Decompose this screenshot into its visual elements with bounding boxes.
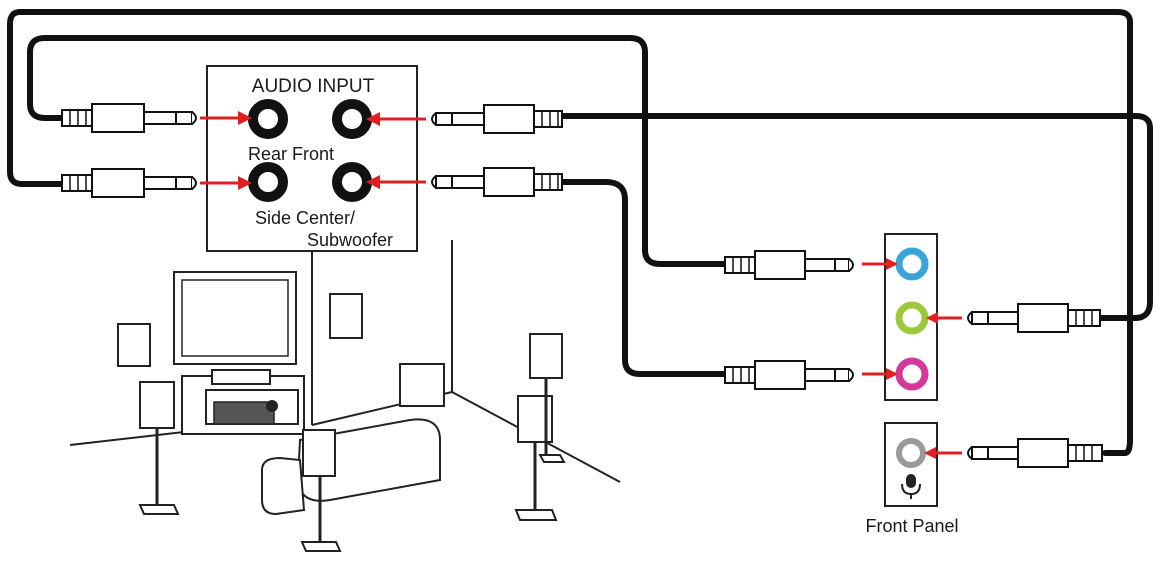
arrow-to-front <box>366 112 426 126</box>
jack-front[interactable] <box>332 99 372 139</box>
arrow-to-rear <box>200 111 252 125</box>
plug-to-front-panel <box>967 438 1103 468</box>
arrow-to-blue <box>862 258 898 270</box>
side-center-label: Side Center/ <box>255 208 355 228</box>
arrow-to-pink <box>862 368 898 380</box>
speaker-front-left <box>117 323 151 367</box>
plug-front <box>431 104 563 134</box>
jack-line-out-green[interactable] <box>895 301 929 335</box>
plug-side <box>61 168 197 198</box>
room-scene <box>69 240 621 552</box>
jack-side[interactable] <box>248 162 288 202</box>
plug-rear <box>61 103 197 133</box>
tv-stand <box>181 369 305 435</box>
cable-mic <box>7 9 1133 456</box>
subwoofer-label: Subwoofer <box>307 230 393 250</box>
cable-center <box>557 179 728 377</box>
plug-center-sub <box>431 167 563 197</box>
cable-rear <box>27 35 728 267</box>
audio-input-panel <box>206 65 418 252</box>
front-panel <box>884 422 938 507</box>
jack-mic-in-pink[interactable] <box>895 357 929 391</box>
cable-front <box>557 113 1153 321</box>
jack-front-panel[interactable] <box>896 438 926 468</box>
microphone-icon <box>901 474 921 499</box>
jack-line-in-blue[interactable] <box>895 247 929 281</box>
speaker-floor-left <box>138 381 180 515</box>
plug-to-blue <box>724 250 854 280</box>
plug-to-green <box>967 303 1101 333</box>
arrow-to-front-panel <box>924 447 962 459</box>
front-panel-label: Front Panel <box>865 516 958 536</box>
rear-front-label: Rear Front <box>248 144 334 164</box>
jack-rear[interactable] <box>248 99 288 139</box>
plug-to-pink <box>724 360 854 390</box>
arrow-to-side <box>200 176 252 190</box>
jack-center-sub[interactable] <box>332 162 372 202</box>
speaker-right-stand <box>514 333 566 521</box>
audio-input-title: AUDIO INPUT <box>252 76 375 97</box>
tv <box>173 271 297 365</box>
speaker-top <box>329 293 363 339</box>
arrow-to-center-sub <box>366 175 426 189</box>
arrow-to-green <box>926 312 962 324</box>
subwoofer <box>399 363 445 407</box>
speaker-rear-center <box>300 429 342 552</box>
